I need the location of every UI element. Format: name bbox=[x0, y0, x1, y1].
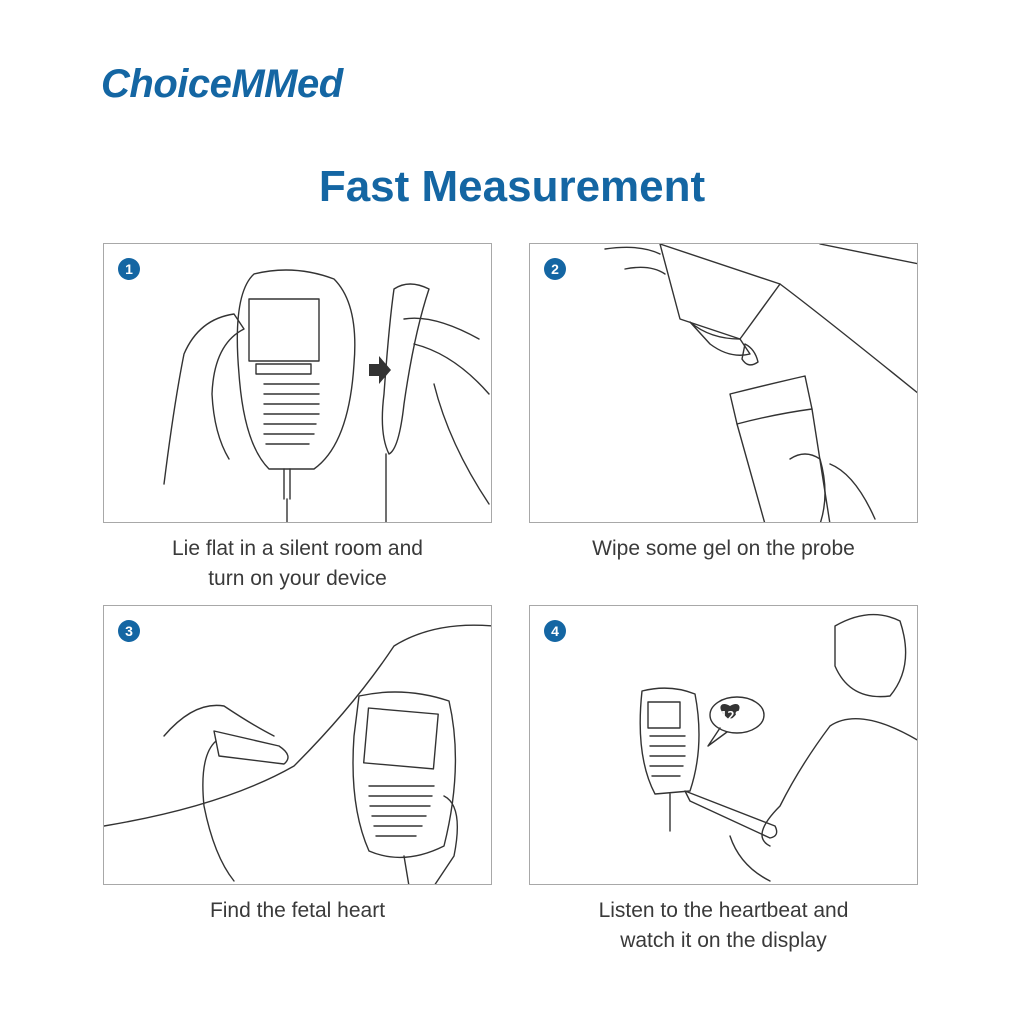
device-and-probe-drawing bbox=[163, 269, 490, 522]
listening-heartbeat-drawing bbox=[639, 613, 917, 882]
step-number-badge: 1 bbox=[118, 258, 140, 280]
page-title: Fast Measurement bbox=[318, 162, 706, 211]
caption-line: Lie flat in a silent room and bbox=[172, 537, 423, 560]
brand-logo: ChoiceMMed bbox=[101, 62, 343, 106]
step-number-badge: 2 bbox=[544, 258, 566, 280]
caption-line: Find the fetal heart bbox=[209, 899, 386, 922]
step-number-badge: 4 bbox=[544, 620, 566, 642]
caption-line: turn on your device bbox=[208, 567, 387, 590]
step-1-caption: Lie flat in a silent room and turn on yo… bbox=[103, 534, 492, 594]
step-3-caption: Find the fetal heart bbox=[103, 896, 492, 926]
caption-line: watch it on the display bbox=[620, 929, 827, 952]
step-2-illustration: 2 bbox=[529, 243, 918, 523]
step-3-illustration: 3 bbox=[103, 605, 492, 885]
step-1-illustration: 1 bbox=[103, 243, 492, 523]
heart-rate-display-reading: 128 bbox=[720, 709, 742, 723]
step-4-illustration: 4 128 bbox=[529, 605, 918, 885]
step-number-badge: 3 bbox=[118, 620, 140, 642]
caption-line: Wipe some gel on the probe bbox=[592, 537, 855, 560]
gel-on-probe-drawing bbox=[604, 244, 917, 522]
step-4-caption: Listen to the heartbeat and watch it on … bbox=[529, 896, 918, 956]
finding-fetal-heart-drawing bbox=[104, 624, 491, 884]
step-2-caption: Wipe some gel on the probe bbox=[529, 534, 918, 564]
caption-line: Listen to the heartbeat and bbox=[598, 899, 849, 922]
